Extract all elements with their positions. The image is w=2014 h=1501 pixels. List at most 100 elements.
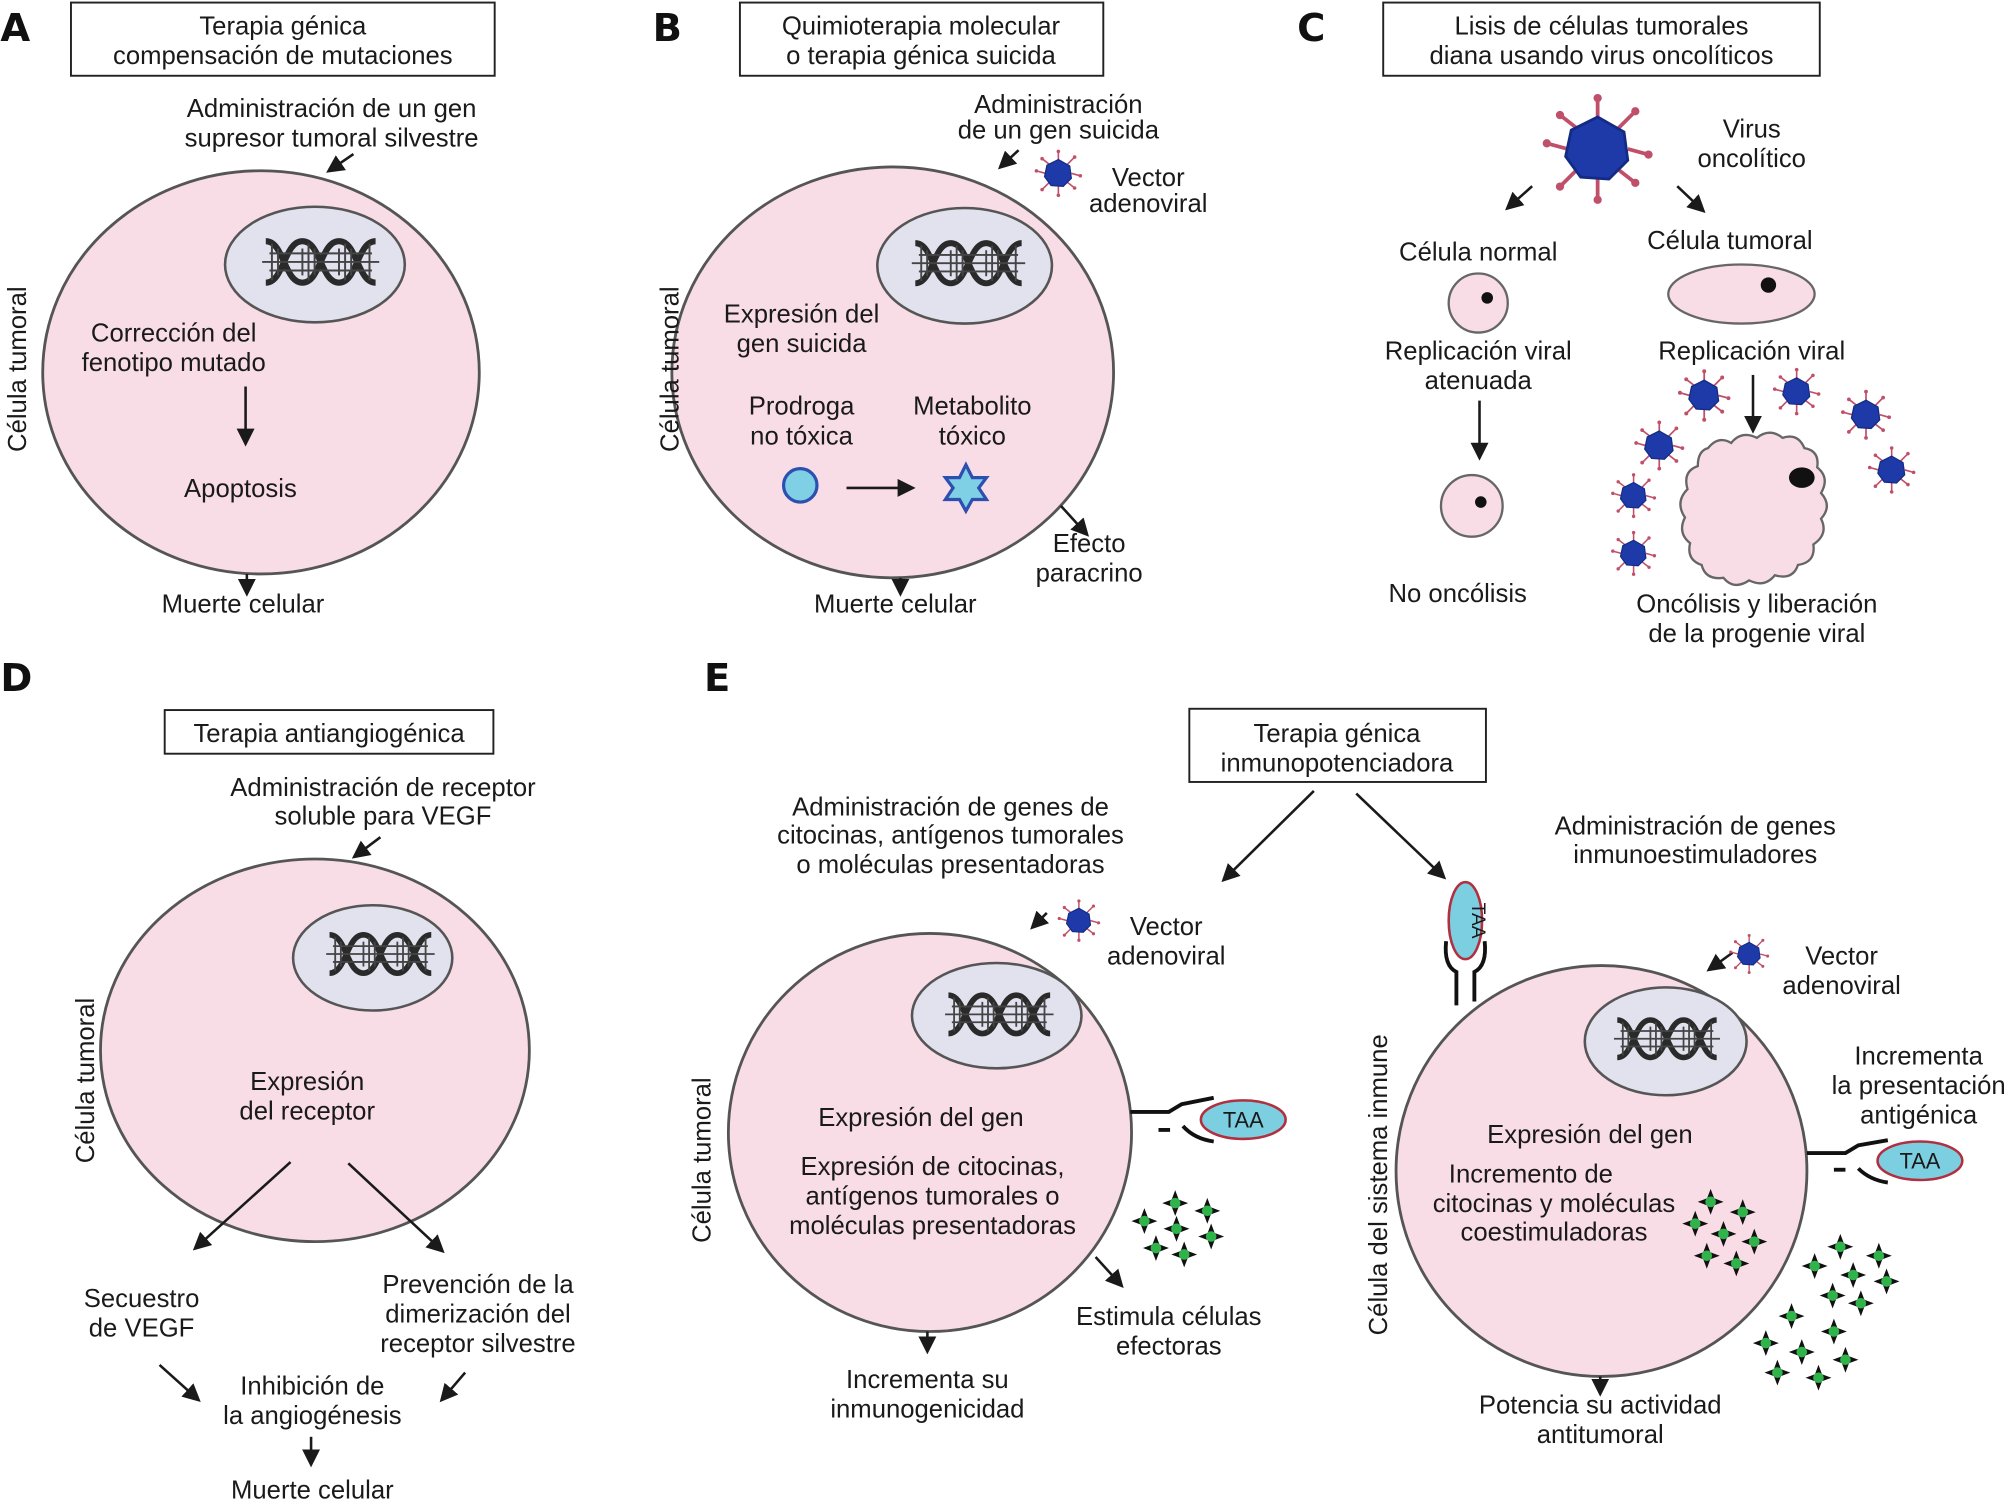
panel-e-left-cell-label: Célula tumoral: [688, 1077, 716, 1243]
panel-d-right-arrow: [347, 1162, 445, 1254]
panel-letter-e: E: [704, 656, 730, 701]
panel-d-expression-line1: Expresión: [250, 1068, 364, 1096]
panel-d-prevention-line3: receptor silvestre: [380, 1330, 575, 1358]
panel-e-right-presentation-line3: antigénica: [1860, 1102, 1978, 1130]
panel-c: C Lisis de células tumorales diana usand…: [1297, 1, 1917, 648]
panel-letter-b: B: [653, 6, 682, 51]
panel-c-attenuated-line1: Replicación viral: [1385, 338, 1572, 366]
panel-b-paracrine-line1: Efecto: [1053, 530, 1126, 558]
panel-d-tumor-cell: [99, 857, 531, 1244]
panel-c-right-arrow: [1676, 185, 1706, 214]
taa-receptor-icon: TAA: [1130, 1095, 1287, 1144]
panel-d-left-arrow: [192, 1161, 292, 1251]
panel-e-left-detail-line2: antígenos tumorales o: [806, 1182, 1060, 1210]
virus-progeny-icon: [1867, 445, 1917, 495]
panel-b-admin-line2: de un gen suicida: [958, 117, 1160, 145]
tumor-cell-icon: [1667, 263, 1816, 325]
panel-e-right-detail-line3: coestimuladoras: [1461, 1218, 1648, 1246]
panel-d-nucleus: [291, 903, 454, 1012]
lysed-tumor-cell-icon: [1679, 431, 1828, 587]
panel-b-expression-line2: gen suicida: [737, 330, 868, 358]
panel-b-prodrug-line2: no tóxica: [750, 422, 853, 450]
panel-letter-c: C: [1297, 6, 1325, 51]
virus-progeny-icon: [1772, 367, 1822, 417]
panel-e-left-vector-arrow: [1030, 910, 1050, 930]
panel-e: E Terapia génica inmunopotenciadora Admi…: [688, 656, 2005, 1449]
normal-cell-after-icon: [1439, 473, 1504, 538]
virus-progeny-icon: [1610, 472, 1657, 519]
panel-c-tumor-cell-label: Célula tumoral: [1647, 227, 1813, 255]
panel-c-title-line1: Lisis de células tumorales: [1455, 13, 1749, 41]
panel-e-left-outcome-line2: inmunogenicidad: [830, 1396, 1024, 1424]
panel-e-title-line2: inmunopotenciadora: [1221, 750, 1454, 778]
panel-e-left-stimulates-line2: efectoras: [1116, 1333, 1222, 1361]
panel-a-title-box: [69, 1, 496, 77]
panel-b-cell-label: Célula tumoral: [656, 286, 684, 452]
panel-c-virus-line2: oncolítico: [1697, 145, 1805, 173]
panel-b-prodrug-line1: Prodroga: [749, 393, 855, 421]
panel-b-title-box: [738, 1, 1105, 77]
panel-c-normal-cell-label: Célula normal: [1399, 239, 1557, 267]
panel-a-apoptosis: Apoptosis: [184, 475, 297, 503]
panel-b-metabolite-line2: tóxico: [939, 422, 1006, 450]
panel-d-outcome: Muerte celular: [231, 1476, 394, 1501]
panel-e-left-vector-line2: adenoviral: [1107, 942, 1225, 970]
panel-b-vector-line2: adenoviral: [1089, 190, 1207, 218]
panel-c-title-box: [1382, 1, 1821, 77]
panel-b-tumor-cell: [670, 165, 1115, 580]
panel-e-left-expression: Expresión del gen: [818, 1104, 1024, 1132]
panel-e-right-outcome-line2: antitumoral: [1537, 1421, 1664, 1449]
panel-d: D Terapia antiangiogénica Administración…: [0, 656, 575, 1501]
panel-c-title-line2: diana usando virus oncolíticos: [1430, 42, 1774, 70]
panel-d-title-box: [163, 709, 495, 755]
normal-cell-nucleus: [1481, 292, 1493, 304]
panel-a-cell-label: Célula tumoral: [4, 286, 32, 452]
panel-a-title-line2: compensación de mutaciones: [113, 42, 453, 70]
panel-d-expression-line2: del receptor: [239, 1098, 375, 1126]
panel-d-prevention-arrow: [439, 1371, 467, 1403]
panel-c-no-oncolysis: No oncólisis: [1388, 580, 1526, 608]
panel-e-right-presentation-line2: la presentación: [1832, 1072, 2006, 1100]
panel-d-inhibition-line2: la angiogénesis: [223, 1402, 401, 1430]
panel-e-right-arrow: [1355, 792, 1447, 880]
prodrug-circle-icon: [781, 467, 819, 504]
virus-progeny-icon: [1677, 368, 1732, 423]
panel-e-right-admin-line2: inmunoestimuladores: [1573, 841, 1817, 869]
panel-c-virus-line1: Virus: [1723, 115, 1781, 143]
panel-c-oncolysis-line2: de la progenie viral: [1648, 620, 1865, 648]
panel-letter-a: A: [0, 6, 30, 51]
panel-b-vector-line1: Vector: [1112, 164, 1185, 192]
taa-receptor-icon: TAA: [1806, 1138, 1964, 1185]
panel-e-left-arrow: [1221, 790, 1315, 883]
panel-d-sequestration-arrow: [158, 1363, 201, 1402]
panel-b-metabolite-line1: Metabolito: [913, 393, 1031, 421]
panel-c-oncolysis-line1: Oncólisis y liberación: [1636, 590, 1877, 618]
panel-a: A Terapia génica compensación de mutacio…: [0, 1, 496, 618]
panel-e-left-admin-line3: o moléculas presentadoras: [796, 851, 1104, 879]
panel-e-right-vector-line1: Vector: [1805, 942, 1878, 970]
panel-e-left-admin-line2: citocinas, antígenos tumorales: [777, 822, 1124, 850]
panel-a-admin-arrow: [326, 153, 355, 173]
panel-d-title: Terapia antiangiogénica: [193, 720, 465, 748]
panel-a-admin-line1: Administración de un gen: [187, 95, 477, 123]
panel-c-left-arrow: [1505, 185, 1534, 211]
panel-e-right-vector-arrow: [1706, 951, 1734, 972]
panel-e-left-admin-line1: Administración de genes de: [792, 793, 1109, 821]
panel-d-prevention-line1: Prevención de la: [382, 1271, 574, 1299]
taa-label: TAA: [1900, 1148, 1941, 1173]
taa-label: TAA: [1223, 1107, 1264, 1132]
virus-progeny-icon: [1840, 389, 1892, 441]
panel-b-expression-line1: Expresión del: [724, 300, 880, 328]
panel-b-admin-line1: Administración: [974, 91, 1142, 119]
panel-e-right-vector-line2: adenoviral: [1782, 972, 1900, 1000]
panel-e-title-box: [1188, 707, 1487, 783]
toxic-metabolite-star-icon: [942, 461, 990, 515]
panel-c-attenuated-line2: atenuada: [1425, 367, 1533, 395]
taa-label: TAA: [1467, 903, 1488, 939]
panel-e-right-cell-label: Célula del sistema inmune: [1365, 1034, 1393, 1335]
oncolytic-virus-icon: [1541, 92, 1655, 206]
adenoviral-vector-icon: [1728, 933, 1770, 975]
panel-c-replication: Replicación viral: [1658, 338, 1845, 366]
panel-e-right-admin-line1: Administración de genes: [1555, 813, 1836, 841]
panel-e-right-detail-line2: citocinas y moléculas: [1433, 1190, 1676, 1218]
